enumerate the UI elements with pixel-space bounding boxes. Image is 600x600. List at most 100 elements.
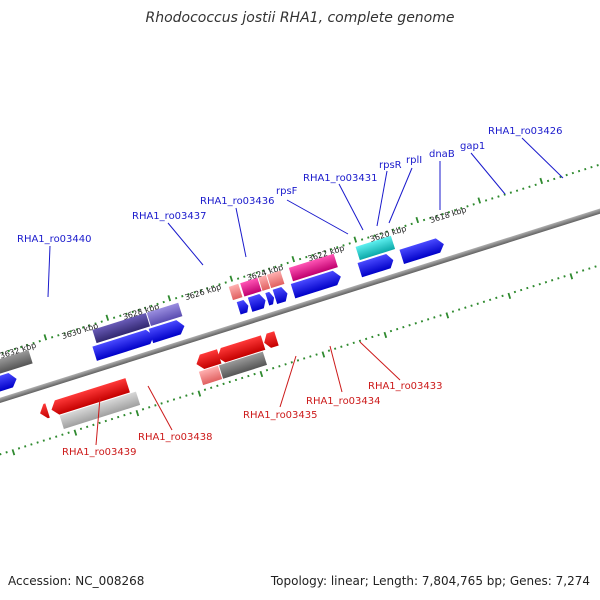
major-tick [167, 295, 172, 302]
gene-label[interactable]: rpsF [276, 186, 298, 197]
gene-label[interactable]: dnaB [429, 149, 455, 160]
minor-tick [309, 355, 312, 358]
gene-label[interactable]: RHA1_ro03433 [368, 381, 443, 392]
minor-tick [212, 285, 215, 288]
minor-tick [371, 335, 374, 339]
minor-tick [81, 326, 85, 329]
gene-label[interactable]: RHA1_ro03435 [243, 410, 318, 421]
minor-tick [125, 312, 128, 316]
minor-tick [24, 445, 27, 448]
minor-tick [451, 310, 455, 313]
minor-tick [296, 359, 300, 362]
minor-tick [284, 363, 287, 366]
minor-tick [123, 413, 126, 417]
gene-feature-grey[interactable] [0, 349, 33, 381]
gene-label[interactable]: RHA1_ro03439 [62, 447, 137, 458]
minor-tick [457, 308, 461, 311]
scale-labels: 3632 kbp 3630 kbp 3628 kbp 3626 kbp 3624… [0, 205, 467, 361]
gene-feature-pink[interactable] [258, 275, 271, 291]
minor-tick [267, 267, 271, 271]
cds-arrow[interactable] [92, 328, 156, 361]
minor-tick [298, 257, 302, 261]
gene-label[interactable]: gap1 [460, 141, 485, 152]
track-group: 3632 kbp 3630 kbp 3628 kbp 3626 kbp 3624… [0, 164, 600, 456]
minor-tick [563, 275, 566, 278]
gene-feature-pink[interactable] [198, 365, 223, 386]
cds-arrow[interactable] [148, 318, 187, 344]
cds-arrow[interactable] [236, 299, 250, 315]
gene-feature-magenta[interactable] [288, 253, 338, 282]
cds-arrow[interactable] [357, 252, 396, 278]
major-tick [569, 273, 574, 280]
minor-tick [224, 281, 227, 284]
minor-tick [181, 294, 184, 298]
gene-feature-magenta[interactable] [240, 277, 262, 297]
minor-tick [329, 248, 333, 251]
gene-label[interactable]: RHA1_ro03440 [17, 234, 92, 245]
minor-tick [588, 267, 591, 270]
minor-tick [596, 164, 599, 167]
gene-label[interactable]: RHA1_ro03436 [200, 196, 275, 207]
major-tick [539, 177, 544, 185]
minor-tick [594, 265, 597, 268]
cds-arrow[interactable] [290, 269, 343, 299]
gene-feature-pink[interactable] [228, 283, 243, 301]
minor-tick [534, 183, 537, 187]
cds-arrow[interactable] [265, 291, 276, 306]
minor-tick [13, 347, 17, 351]
minor-tick [137, 308, 141, 312]
cds-arrow-reverse[interactable] [38, 403, 50, 420]
gene-label[interactable]: RHA1_ro03437 [132, 211, 207, 222]
cds-arrow[interactable] [247, 293, 268, 312]
minor-tick [334, 347, 337, 350]
minor-tick [336, 246, 339, 249]
minor-tick [348, 242, 351, 245]
minor-tick [50, 336, 54, 339]
minor-tick [30, 443, 33, 446]
cds-arrow[interactable] [399, 237, 445, 265]
minor-tick [63, 332, 66, 335]
gene-feature-lightpurple[interactable] [146, 302, 183, 327]
cds-arrow[interactable] [272, 286, 290, 305]
minor-tick [92, 423, 95, 427]
minor-tick [61, 433, 64, 436]
minor-tick [174, 296, 178, 300]
major-tick [259, 370, 264, 378]
minor-tick [391, 228, 395, 231]
gene-label[interactable]: RHA1_ro03434 [306, 396, 381, 407]
minor-tick [261, 269, 265, 273]
cds-arrow-reverse[interactable] [49, 378, 130, 416]
gene-feature-cyan[interactable] [355, 235, 396, 261]
minor-tick [191, 392, 194, 395]
major-tick [477, 197, 482, 204]
minor-tick [303, 357, 306, 360]
cds-forward-row [0, 237, 445, 404]
major-tick [229, 275, 234, 282]
gene-feature-grey[interactable] [218, 351, 267, 379]
gene-feature-purple[interactable] [92, 312, 150, 344]
minor-tick [433, 316, 436, 319]
minor-tick [5, 451, 8, 454]
minor-tick [584, 167, 587, 171]
gene-label[interactable]: RHA1_ro03431 [303, 173, 378, 184]
gene-feature-pink[interactable] [266, 270, 285, 289]
cds-arrow[interactable] [0, 371, 19, 404]
minor-tick [119, 314, 122, 317]
cds-arrow-reverse[interactable] [194, 349, 222, 371]
minor-tick [67, 431, 70, 434]
cds-arrow-reverse[interactable] [215, 335, 266, 364]
minor-tick [503, 193, 506, 196]
major-tick [43, 334, 48, 341]
gene-feature-lightgrey[interactable] [59, 391, 141, 429]
gene-label[interactable]: rplI [406, 155, 422, 166]
cds-arrow-reverse[interactable] [262, 331, 279, 349]
minor-tick [117, 415, 120, 419]
minor-tick [38, 339, 41, 343]
gene-label[interactable]: rpsR [379, 160, 402, 171]
minor-tick [509, 191, 513, 194]
gene-label[interactable]: RHA1_ro03438 [138, 432, 213, 443]
minor-tick [414, 322, 417, 325]
minor-tick [241, 376, 244, 380]
gene-labels-bottom: RHA1_ro03439 RHA1_ro03438 RHA1_ro03435 R… [62, 381, 443, 458]
gene-label[interactable]: RHA1_ro03426 [488, 126, 563, 137]
